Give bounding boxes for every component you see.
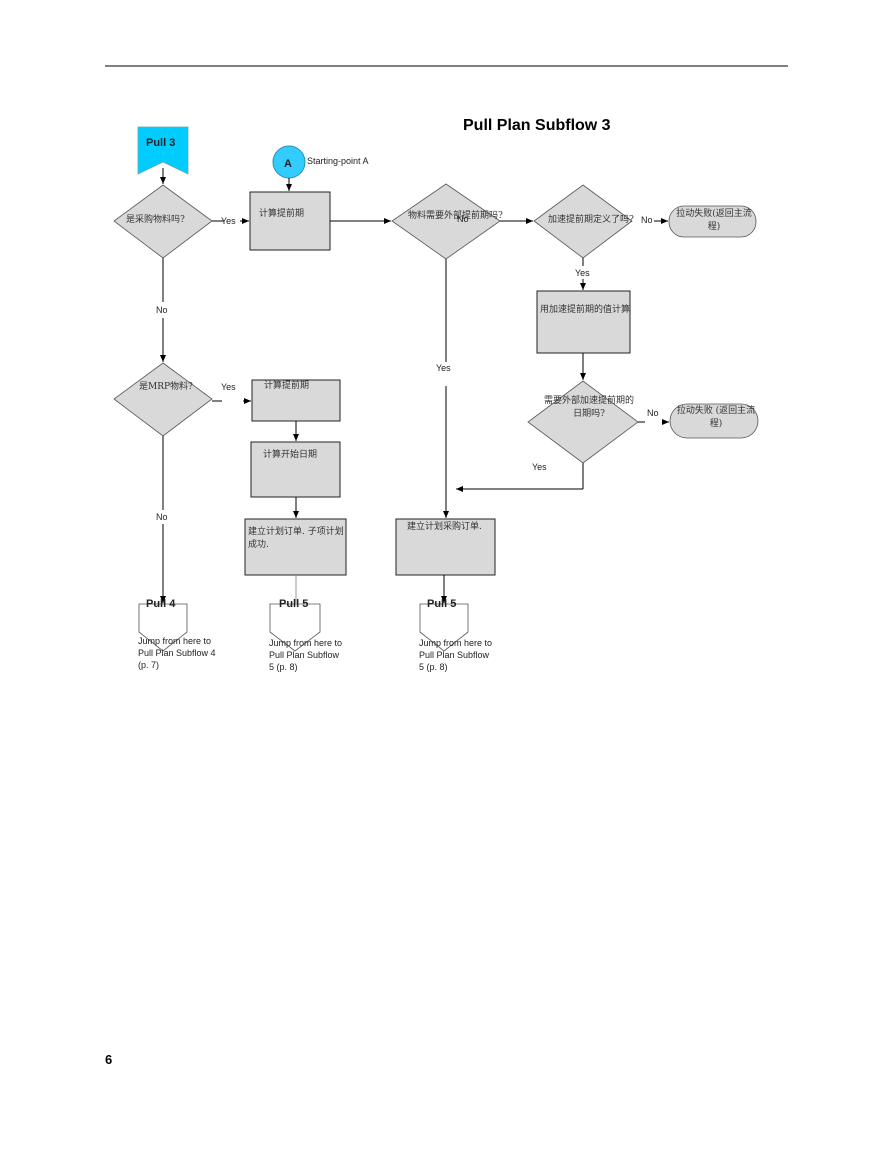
entry-tag-label: Pull 3 xyxy=(146,137,176,149)
terminal-fail-1 xyxy=(668,205,757,238)
edge-label-yes-1: Yes xyxy=(221,216,236,226)
terminal-fail-2 xyxy=(669,403,759,439)
decision-need-ext-lead-text: 物料需要外部提前期吗? xyxy=(408,211,503,221)
decision-accel-defined-text: 加速提前期定义了吗? xyxy=(548,215,634,225)
offpage-text-2: Jump from here to Pull Plan Subflow 5 (p… xyxy=(269,638,343,672)
offpage-connector-1 xyxy=(138,603,188,652)
edge-label-yes-4: Yes xyxy=(221,382,236,392)
process-use-accel-text: 用加速提前期的值计算 xyxy=(540,305,631,315)
decision-is-purchased-text: 是采购物料吗? xyxy=(126,215,185,225)
decision-need-accel-date-text: 需要外部加速提前期的日期吗? xyxy=(543,396,634,419)
process-calc-lead-top-text: 计算提前期 xyxy=(259,209,305,219)
decision-need-accel-date xyxy=(527,380,639,464)
edge-label-no-2: No xyxy=(641,215,653,225)
edge-label-yes-3: Yes xyxy=(436,363,451,373)
start-connector-label: Starting-point A xyxy=(307,156,369,166)
process-create-order-sub-text: 建立计划订单. 子项计划成功. xyxy=(248,527,344,550)
edge-label-yes-5: Yes xyxy=(532,462,547,472)
edge-label-no-5: No xyxy=(156,512,168,522)
process-calc-start xyxy=(250,441,341,498)
decision-is-mrp-text: 是MRP物料? xyxy=(139,382,193,392)
process-calc-lead-mid xyxy=(251,379,341,422)
offpage-connector-2 xyxy=(269,603,321,652)
process-create-purchase-text: 建立计划采购订单. xyxy=(407,522,482,532)
terminal-fail-2-text: 拉动失败 (返回主流程) xyxy=(676,406,756,429)
process-calc-lead-top xyxy=(249,191,331,251)
offpage-connector-3 xyxy=(419,603,469,652)
decision-is-mrp xyxy=(113,362,213,437)
start-connector-letter: A xyxy=(284,158,292,170)
terminal-fail-1-text: 拉动失败(返回主流程) xyxy=(676,209,752,232)
offpage-tag-1: Pull 4 xyxy=(146,598,176,610)
edge-label-yes-2: Yes xyxy=(575,268,590,278)
offpage-tag-3: Pull 5 xyxy=(427,598,457,610)
page-title: Pull Plan Subflow 3 xyxy=(463,117,611,134)
edge-label-no-1: No xyxy=(457,214,469,224)
process-use-accel xyxy=(536,290,631,354)
process-create-purchase xyxy=(395,518,496,576)
offpage-text-1: Jump from here to Pull Plan Subflow 4 (p… xyxy=(138,636,216,670)
edge-label-no-3: No xyxy=(156,305,168,315)
edge-label-no-4: No xyxy=(647,408,659,418)
process-calc-lead-mid-text: 计算提前期 xyxy=(264,381,310,391)
entry-tag-shape xyxy=(137,126,189,175)
offpage-tag-2: Pull 5 xyxy=(279,598,309,610)
process-calc-start-text: 计算开始日期 xyxy=(263,450,318,460)
connector-lines xyxy=(160,168,669,603)
offpage-text-3: Jump from here to Pull Plan Subflow 5 (p… xyxy=(419,638,493,672)
page-number: 6 xyxy=(105,1052,113,1067)
